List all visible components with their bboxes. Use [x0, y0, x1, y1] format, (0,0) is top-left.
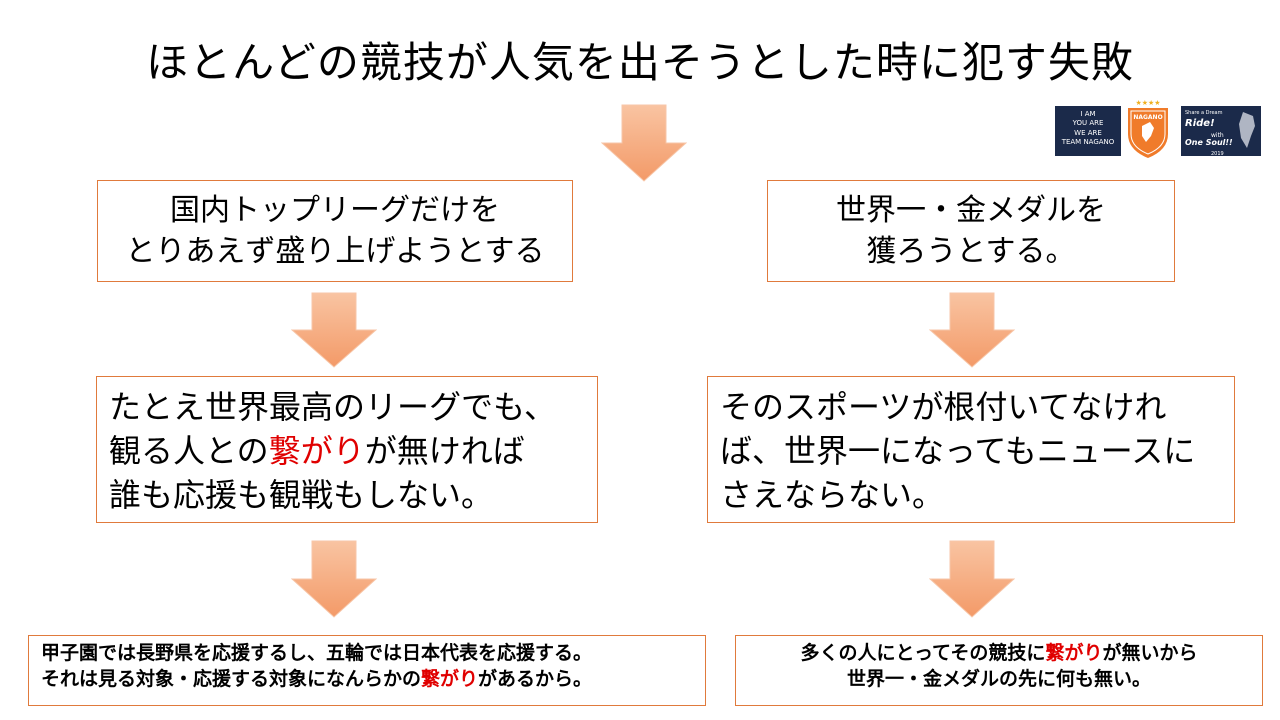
left-step2-line2: 観る人との繋がりが無ければ	[109, 429, 597, 473]
down-arrow-icon	[291, 292, 377, 368]
badge3-main-text: Ride!	[1185, 118, 1215, 129]
connection-highlight: 繋がり	[268, 432, 365, 471]
nagano-shield-logo: ★★★★ NAGANO	[1124, 98, 1172, 160]
right-step2-line2: ば、世界一になってもニュースに	[720, 432, 1196, 471]
badge3-main2-text: One Soul!!	[1185, 138, 1233, 147]
right-conclusion-line1-post: が無いから	[1102, 642, 1198, 664]
badge2-stars: ★★★★	[1135, 99, 1160, 107]
down-arrow-icon	[929, 292, 1015, 368]
right-step2-line3: さえならない。	[720, 476, 945, 515]
right-conclusion-box: 多くの人にとってその競技に繋がりが無いから 世界一・金メダルの先に何も無い。	[735, 635, 1263, 706]
badge1-line: WE ARE	[1074, 128, 1102, 137]
right-conclusion-line2: 世界一・金メダルの先に何も無い。	[846, 667, 1151, 690]
left-step2-line2-post: が無ければ	[364, 432, 525, 471]
left-step1-box: 国内トップリーグだけを とりあえず盛り上げようとする	[97, 180, 573, 282]
connection-highlight: 繋がり	[421, 667, 479, 690]
team-nagano-logo: I AM YOU ARE WE ARE TEAM NAGANO	[1055, 106, 1121, 156]
left-step1-line1: 国内トップリーグだけを	[170, 193, 500, 228]
left-step2-line3: 誰も応援も観戦もしない。	[109, 476, 494, 515]
badge1-line: I AM	[1080, 110, 1096, 118]
left-step2-line1: たとえ世界最高のリーグでも、	[109, 388, 557, 426]
badge3-year-text: 2019	[1211, 151, 1224, 156]
right-step1-line2: 獲ろうとする。	[866, 233, 1076, 269]
right-step1-box: 世界一・金メダルを 獲ろうとする。	[767, 180, 1175, 282]
badge1-line: TEAM NAGANO	[1061, 138, 1115, 147]
left-conclusion-box: 甲子園では長野県を応援するし、五輪では日本代表を応援する。 それは見る対象・応援…	[28, 635, 706, 706]
left-step2-box: たとえ世界最高のリーグでも、 観る人との繋がりが無ければ 誰も応援も観戦もしない…	[96, 376, 598, 523]
right-step1-line1: 世界一・金メダルを	[836, 193, 1106, 228]
connection-highlight: 繋がり	[1045, 642, 1103, 664]
badge1-line: YOU ARE	[1072, 119, 1104, 128]
down-arrow-icon	[291, 540, 377, 618]
right-step2-line1: そのスポーツが根付いてなけれ	[720, 388, 1167, 426]
page-title: ほとんどの競技が人気を出そうとした時に犯す失敗	[146, 38, 1134, 87]
right-step2-box: そのスポーツが根付いてなけれ ば、世界一になってもニュースに さえならない。	[707, 376, 1235, 523]
left-conclusion-line2-pre: それは見る対象・応援する対象になんらかの	[41, 667, 422, 690]
down-arrow-icon	[929, 540, 1015, 618]
down-arrow-icon	[601, 104, 687, 182]
left-conclusion-line1: 甲子園では長野県を応援するし、五輪では日本代表を応援する。	[41, 642, 593, 664]
badge3-with-text: with	[1211, 132, 1224, 139]
left-conclusion-line2-post: があるから。	[478, 667, 593, 690]
badge3-small-text: Share a Dream	[1185, 110, 1223, 116]
badge2-name: NAGANO	[1133, 114, 1162, 121]
left-conclusion-line2: それは見る対象・応援する対象になんらかの繋がりがあるから。	[41, 667, 705, 693]
right-conclusion-line1: 多くの人にとってその競技に繋がりが無いから	[736, 641, 1262, 667]
ride-with-one-soul-logo: Share a Dream Ride! with One Soul!! 2019	[1181, 106, 1261, 156]
left-step2-line2-pre: 観る人との	[109, 432, 269, 471]
right-conclusion-line1-pre: 多くの人にとってその競技に	[800, 642, 1046, 664]
left-step1-line2: とりあえず盛り上げようとする	[125, 233, 545, 269]
